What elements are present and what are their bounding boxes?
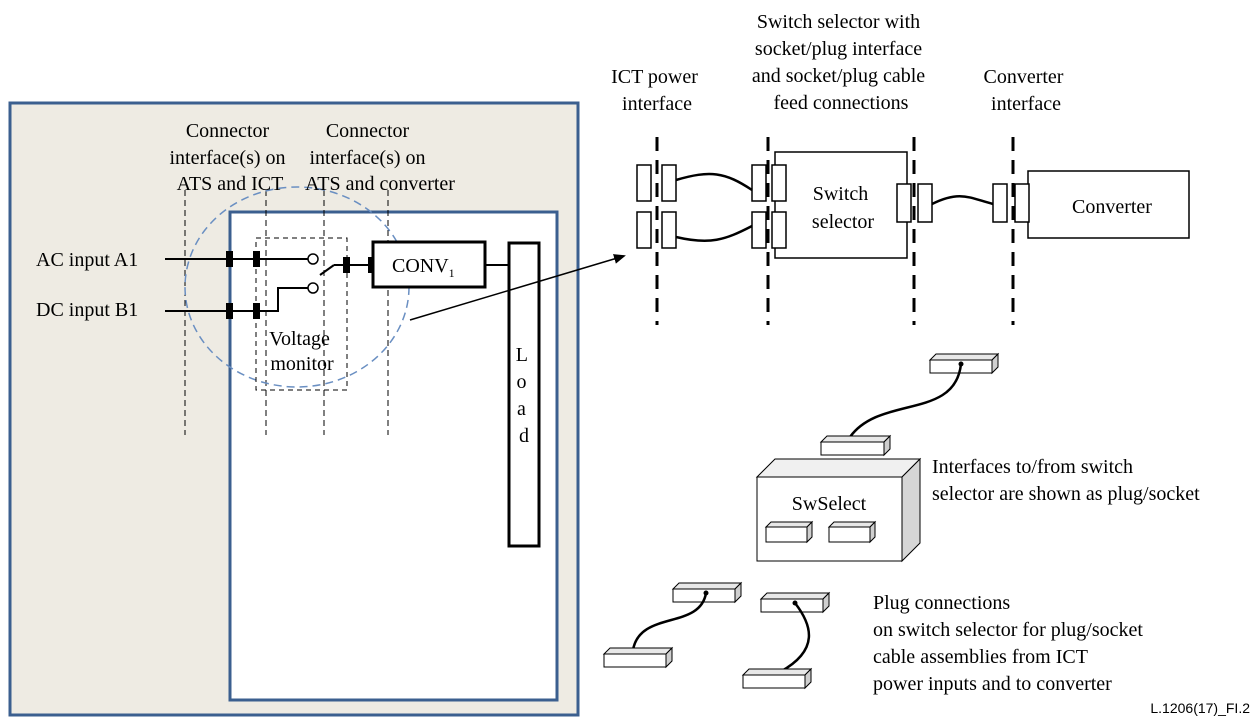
dc-connector-ict <box>253 303 260 319</box>
dc-switch-contact <box>307 282 319 294</box>
plug-cable-top <box>819 352 1000 457</box>
switch-selector-socket-bottom <box>751 211 787 249</box>
load-label: L o a d <box>516 344 532 447</box>
load-bar <box>507 241 541 548</box>
ac-input-label: AC input A1 <box>36 249 138 271</box>
converter-box <box>1027 170 1190 239</box>
interface-dashed-lines <box>184 190 389 435</box>
ict-power-socket-bottom <box>636 211 677 249</box>
converter-socket <box>992 183 1030 223</box>
detail-arrow <box>409 254 626 321</box>
converter-interface-label: Converter interface <box>984 66 1069 115</box>
ac-connector-ict <box>253 251 260 267</box>
switch-selector-box-label: Switch selector <box>812 183 875 233</box>
figure-id: L.1206(17)_FI.2 <box>1150 700 1250 716</box>
conv1-box <box>371 240 487 289</box>
connector-ats-converter-label: Connector interface(s) on ATS and conver… <box>305 120 455 195</box>
conv-connector-ats <box>343 257 350 273</box>
swselect-label: SwSelect <box>792 493 867 515</box>
ict-power-interface-label: ICT power interface <box>611 66 703 115</box>
swselect-socket-left <box>764 520 814 544</box>
dc-input-wire <box>165 287 308 312</box>
dc-connector-ats <box>226 303 233 319</box>
plug-connections-note: Plug connections on switch selector for … <box>873 592 1148 695</box>
ac-switch-contact <box>307 253 319 265</box>
switch-selector-socket-top <box>751 164 787 202</box>
switch-selector-output-socket <box>896 183 933 223</box>
interfaces-note: Interfaces to/from switch selector are s… <box>932 456 1200 505</box>
swselect-socket-right <box>827 520 877 544</box>
interface-boundary-lines <box>655 137 1015 325</box>
connector-ats-ict-label: Connector interface(s) on ATS and ICT <box>169 120 290 195</box>
ict-power-socket-top <box>636 164 677 202</box>
switch-selector-box <box>774 151 908 259</box>
switch-arm <box>319 264 374 276</box>
ac-connector-ats <box>226 251 233 267</box>
inner-ict-panel <box>228 210 559 702</box>
dc-input-label: DC input B1 <box>36 299 138 321</box>
plug-cable-bottom-left <box>602 581 743 669</box>
feed-cables <box>675 172 994 243</box>
swselect-box <box>755 457 922 563</box>
plug-cable-bottom-right <box>741 591 831 690</box>
conv1-label: CONV1 <box>392 255 455 280</box>
voltage-monitor-label: Voltage monitor <box>269 328 335 375</box>
switch-selector-header-label: Switch selector with socket/plug interfa… <box>752 11 930 114</box>
converter-box-label: Converter <box>1072 196 1152 218</box>
